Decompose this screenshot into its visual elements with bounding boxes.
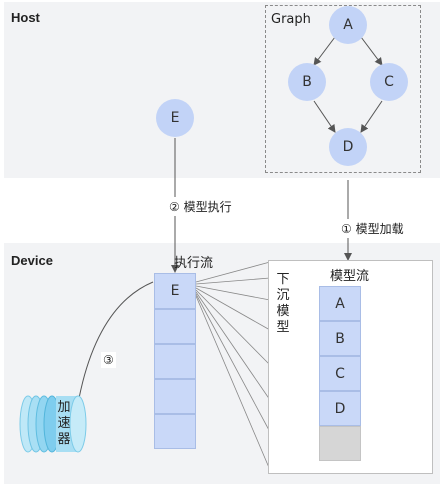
sink-model-label: 下 沉 模 型: [276, 272, 290, 336]
edge-b-d: [313, 100, 336, 133]
accelerator-char: 加: [57, 400, 71, 415]
edge-c-d: [360, 100, 383, 133]
step2-num: ②: [169, 200, 180, 214]
sink-char: 沉: [276, 288, 290, 303]
exec-stream-cell: E: [154, 273, 196, 309]
step1-num: ①: [341, 222, 352, 236]
host-node-e: E: [156, 99, 194, 137]
graph-node-a: A: [329, 6, 367, 44]
model-stream-cell-b: B: [319, 321, 361, 356]
accelerator-char: 速: [57, 416, 71, 431]
accelerator-label: 加 速 器: [57, 400, 71, 448]
step1-text: 模型加载: [355, 222, 404, 236]
exec-stream-cell: [154, 309, 196, 344]
exec-stream-cell: [154, 344, 196, 379]
step3-num: ③: [101, 352, 116, 368]
graph-box: [265, 5, 421, 173]
step2-text: 模型执行: [183, 200, 232, 214]
fan-line: [195, 289, 271, 366]
edge-a-b: [313, 36, 336, 66]
step2-label: ② 模型执行: [167, 197, 234, 216]
fan-line: [195, 295, 271, 471]
fan-line: [195, 291, 271, 401]
step1-label: ① 模型加载: [339, 219, 406, 238]
sink-char: 下: [276, 272, 290, 287]
exec-stream-title: 执行流: [174, 256, 214, 271]
fan-line: [195, 293, 271, 433]
model-stream-cell-c: C: [319, 356, 361, 391]
fan-line: [195, 261, 271, 283]
host-title: Host: [11, 10, 40, 25]
edge-a-c: [360, 36, 383, 66]
graph-node-b: B: [288, 63, 326, 101]
accelerator-cap: [69, 395, 87, 453]
model-stream-title: 模型流: [330, 269, 370, 284]
fan-line: [195, 285, 271, 301]
fan-line: [195, 277, 271, 285]
device-title: Device: [11, 253, 53, 268]
sink-char: 模: [276, 304, 290, 319]
fan-line: [195, 287, 271, 331]
exec-stream-cell: [154, 379, 196, 414]
graph-node-d: D: [329, 128, 367, 166]
model-stream-cell-empty: [319, 426, 361, 461]
exec-stream-cell: [154, 414, 196, 449]
model-stream-cell-a: A: [319, 286, 361, 321]
graph-node-c: C: [370, 63, 408, 101]
model-stream-cell-d: D: [319, 391, 361, 426]
sink-char: 型: [276, 320, 290, 335]
accelerator-char: 器: [57, 432, 71, 447]
host-region: [4, 2, 440, 178]
graph-title: Graph: [271, 12, 311, 27]
